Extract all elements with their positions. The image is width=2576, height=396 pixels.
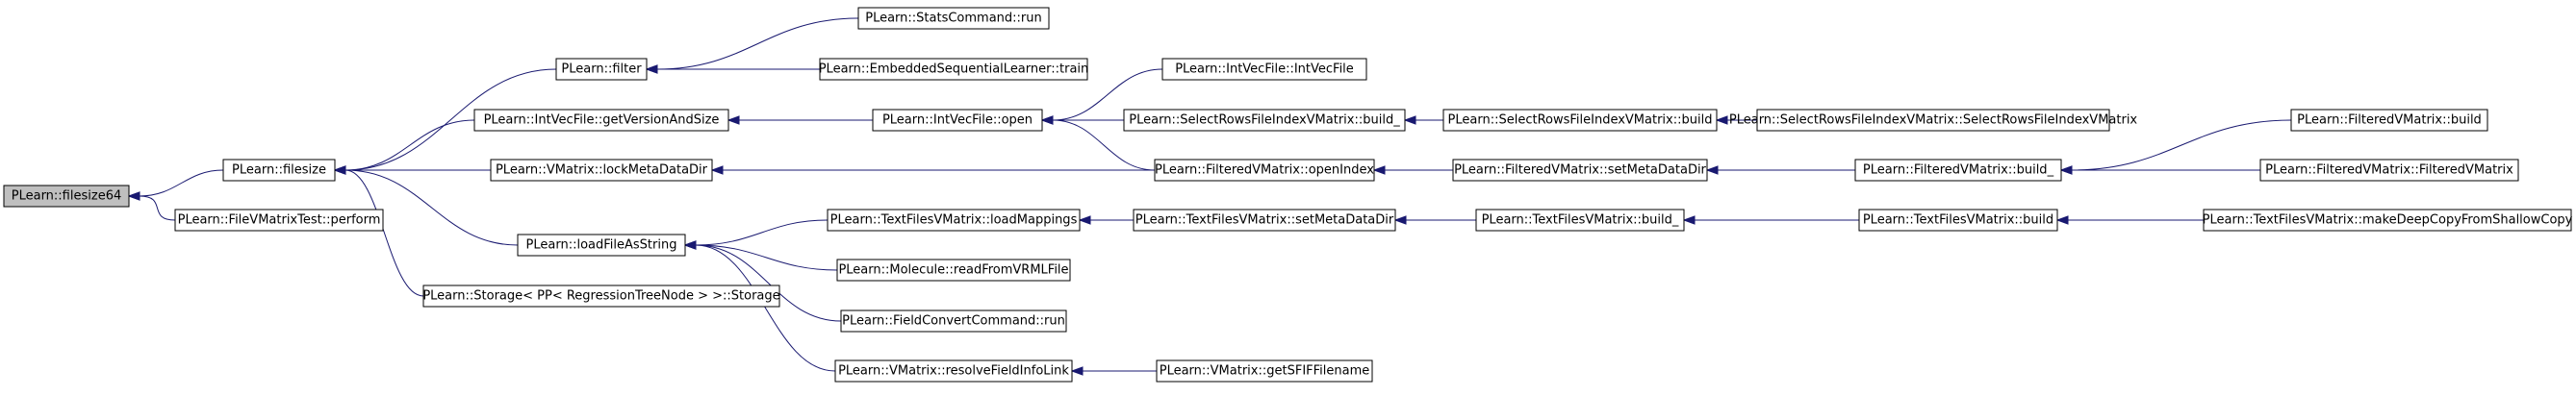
node-filesize[interactable]: PLearn::filesize [222,159,336,182]
edge-arrow [2055,215,2204,225]
node-textfilesvmatrix-build[interactable]: PLearn::TextFilesVMatrix::build [1858,209,2058,232]
node-filteredvmatrix-ctor[interactable]: PLearn::FilteredVMatrix::FilteredVMatrix [2259,159,2519,182]
node-embeddedsequentiallearner-train[interactable]: PLearn::EmbeddedSequentialLearner::train [819,58,1089,81]
node-label: PLearn::TextFilesVMatrix::setMetaDataDir [1135,213,1394,228]
node-label: PLearn::SelectRowsFileIndexVMatrix::Sele… [1729,113,2138,128]
node-label: PLearn::TextFilesVMatrix::makeDeepCopyFr… [2203,213,2573,228]
edge-arrow [333,119,475,175]
node-fieldconvertcommand-run[interactable]: PLearn::FieldConvertCommand::run [840,309,1067,333]
node-label: PLearn::SelectRowsFileIndexVMatrix::buil… [1448,113,1713,128]
edge-arrow [1682,215,1859,225]
node-selectrowsfileindexvmatrix-build-underscore[interactable]: PLearn::SelectRowsFileIndexVMatrix::buil… [1123,109,1406,132]
node-label: PLearn::filter [561,62,642,77]
node-label: PLearn::VMatrix::lockMetaDataDir [496,163,708,178]
node-label: PLearn::Storage< PP< RegressionTreeNode … [422,289,779,304]
edge-arrow [333,165,492,175]
node-label: PLearn::TextFilesVMatrix::loadMappings [830,213,1078,228]
node-label: PLearn::VMatrix::resolveFieldInfoLink [838,364,1069,379]
edge-arrow [1070,366,1157,376]
edge-arrow [2059,165,2260,175]
node-statscommand-run[interactable]: PLearn::StatsCommand::run [857,7,1050,30]
node-filevmatrixtest-perform[interactable]: PLearn::FileVMatrixTest::perform [174,209,384,232]
edge-arrow [710,165,1155,175]
node-vmatrix-getsfiffilename[interactable]: PLearn::VMatrix::getSFIFFilename [1156,359,1373,383]
edge-arrow [1403,115,1443,125]
node-label: PLearn::FilteredVMatrix::FilteredVMatrix [2265,163,2513,178]
edges [127,17,2292,376]
edge-arrow [645,64,820,74]
node-textfilesvmatrix-makedeepcopy[interactable]: PLearn::TextFilesVMatrix::makeDeepCopyFr… [2203,209,2573,232]
node-filteredvmatrix-build-underscore[interactable]: PLearn::FilteredVMatrix::build_ [1854,159,2062,182]
edge-arrow [1715,115,1757,125]
edge-arrow [333,165,424,297]
edge-arrow [1040,115,1156,171]
node-textfilesvmatrix-loadmappings[interactable]: PLearn::TextFilesVMatrix::loadMappings [827,209,1081,232]
node-label: PLearn::VMatrix::getSFIFFilename [1160,364,1370,379]
node-filesize64[interactable]: PLearn::filesize64 [3,185,130,208]
node-label: PLearn::FieldConvertCommand::run [842,314,1065,329]
node-loadfileasstring[interactable]: PLearn::loadFileAsString [517,234,686,257]
edge-arrow [683,240,836,372]
node-label: PLearn::TextFilesVMatrix::build [1863,213,2053,228]
node-label: PLearn::FilteredVMatrix::build_ [1863,163,2054,178]
edge-arrow [683,240,842,322]
node-filter[interactable]: PLearn::filter [555,58,648,81]
node-storage-regressiontreenode[interactable]: PLearn::Storage< PP< RegressionTreeNode … [422,285,780,308]
edge-arrow [1078,215,1135,225]
node-vmatrix-lockmetadatadir[interactable]: PLearn::VMatrix::lockMetaDataDir [490,159,713,182]
edge-arrow [1372,165,1454,175]
node-filteredvmatrix-build[interactable]: PLearn::FilteredVMatrix::build [2290,109,2488,132]
edge-arrow [727,115,873,125]
edge-arrow [127,191,176,221]
node-label: PLearn::SelectRowsFileIndexVMatrix::buil… [1129,113,1400,128]
node-label: PLearn::filesize64 [12,189,121,204]
node-filteredvmatrix-openindex[interactable]: PLearn::FilteredVMatrix::openIndex [1154,159,1375,182]
node-vmatrix-resolvefieldinfolink[interactable]: PLearn::VMatrix::resolveFieldInfoLink [834,359,1073,383]
node-intvecfile-open[interactable]: PLearn::IntVecFile::open [872,109,1043,132]
node-label: PLearn::EmbeddedSequentialLearner::train [819,62,1089,77]
node-label: PLearn::FilteredVMatrix::setMetaDataDir [1454,163,1706,178]
node-label: PLearn::loadFileAsString [526,238,677,253]
node-label: PLearn::TextFilesVMatrix::build_ [1482,213,1679,228]
node-label: PLearn::IntVecFile::open [882,113,1033,128]
node-selectrowsfileindexvmatrix-build[interactable]: PLearn::SelectRowsFileIndexVMatrix::buil… [1442,109,1718,132]
node-filteredvmatrix-setmetadatadir[interactable]: PLearn::FilteredVMatrix::setMetaDataDir [1452,159,1708,182]
node-label: PLearn::FilteredVMatrix::build [2297,113,2482,128]
node-intvecfile-intvecfile[interactable]: PLearn::IntVecFile::IntVecFile [1161,58,1367,81]
node-textfilesvmatrix-build-underscore[interactable]: PLearn::TextFilesVMatrix::build_ [1475,209,1685,232]
node-label: PLearn::FilteredVMatrix::openIndex [1155,163,1374,178]
node-label: PLearn::IntVecFile::getVersionAndSize [484,113,720,128]
node-label: PLearn::filesize [232,163,326,178]
edge-arrow [1705,165,1855,175]
node-selectrowsfileindexvmatrix-ctor[interactable]: PLearn::SelectRowsFileIndexVMatrix::Sele… [1729,109,2138,132]
edge-arrow [1393,215,1477,225]
node-label: PLearn::FileVMatrixTest::perform [178,213,381,228]
node-label: PLearn::IntVecFile::IntVecFile [1175,62,1354,77]
node-label: PLearn::StatsCommand::run [865,12,1042,26]
edge-arrow [683,219,829,250]
node-label: PLearn::Molecule::readFromVRMLFile [838,263,1068,278]
node-intvecfile-getversionandsize[interactable]: PLearn::IntVecFile::getVersionAndSize [473,109,729,132]
node-textfilesvmatrix-setmetadatadir[interactable]: PLearn::TextFilesVMatrix::setMetaDataDir [1133,209,1396,232]
edge-arrow [127,169,224,201]
node-molecule-readfromvrmlfile[interactable]: PLearn::Molecule::readFromVRMLFile [836,259,1071,282]
